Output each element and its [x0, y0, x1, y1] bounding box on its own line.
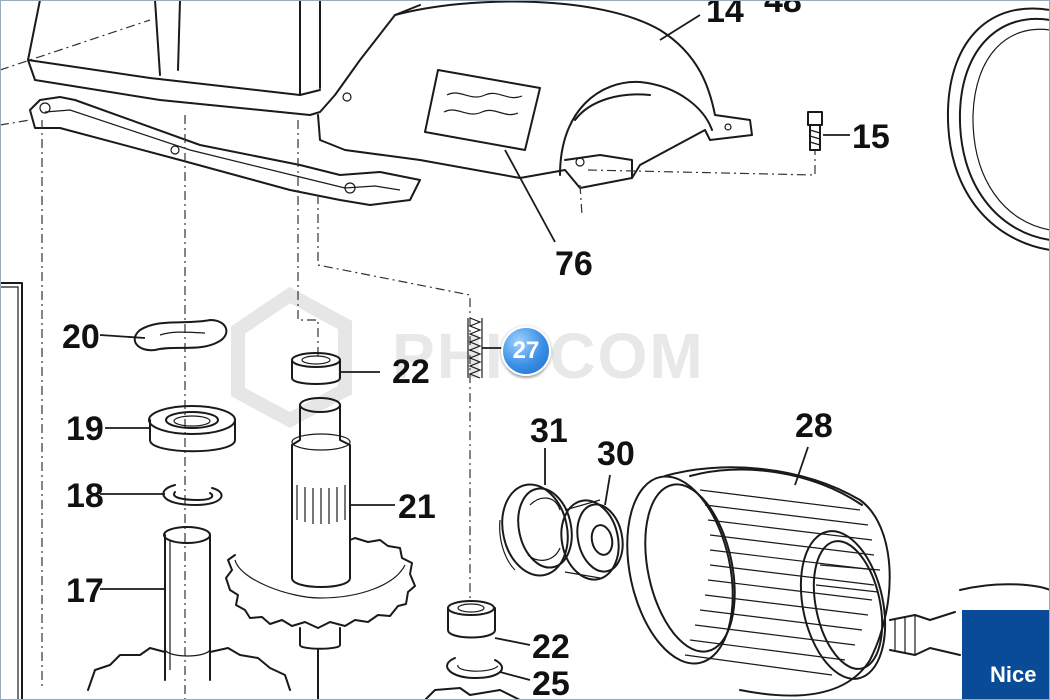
- label-48: 48: [764, 0, 802, 20]
- label-22-upper: 22: [392, 353, 430, 391]
- part-20-wave-washer: [133, 319, 228, 352]
- brand-logo: Nice: [962, 610, 1050, 700]
- brand-logo-text: Nice: [990, 662, 1037, 687]
- label-20: 20: [62, 318, 100, 356]
- axis-lines: [0, 19, 816, 700]
- label-17: 17: [66, 572, 104, 610]
- label-14: 14: [706, 0, 744, 30]
- part-19-bearing: [148, 405, 236, 453]
- label-18: 18: [66, 477, 104, 515]
- lower-gear-left: [87, 647, 291, 691]
- part-18-circlip: [162, 484, 223, 506]
- label-30: 30: [597, 435, 635, 473]
- label-22-lower: 22: [532, 628, 570, 666]
- part-22-bushing-lower: [447, 600, 496, 639]
- part-21-gear-shaft: [225, 397, 416, 700]
- label-21: 21: [398, 488, 436, 526]
- part-number-labels: 14 48 15 76 20 22 19 18 21 17 31 30 28 2…: [62, 0, 890, 700]
- part-31-bearing-cage: [499, 483, 573, 577]
- panel-edge: [0, 282, 23, 700]
- part-15-bolt: [807, 111, 823, 151]
- label-19: 19: [66, 410, 104, 448]
- gasket: [29, 96, 421, 206]
- part-17-shaft: [163, 526, 211, 681]
- part-30-bearing: [560, 499, 624, 581]
- ring-top-right: [946, 7, 1050, 251]
- label-15: 15: [852, 118, 890, 156]
- part-25-circlip: [446, 657, 503, 679]
- part-22-bushing-upper: [291, 352, 341, 385]
- label-31: 31: [530, 412, 568, 450]
- housing-cover: [27, 0, 753, 189]
- lower-gear-right: [424, 687, 521, 700]
- label-28: 28: [795, 407, 833, 445]
- motor-rotor-end: [889, 583, 1050, 656]
- label-76: 76: [555, 245, 593, 283]
- highlighted-part-27-badge[interactable]: 27: [501, 326, 551, 376]
- leader-lines: [99, 14, 850, 681]
- part-28-motor-stator: [626, 466, 891, 697]
- label-25: 25: [532, 665, 570, 700]
